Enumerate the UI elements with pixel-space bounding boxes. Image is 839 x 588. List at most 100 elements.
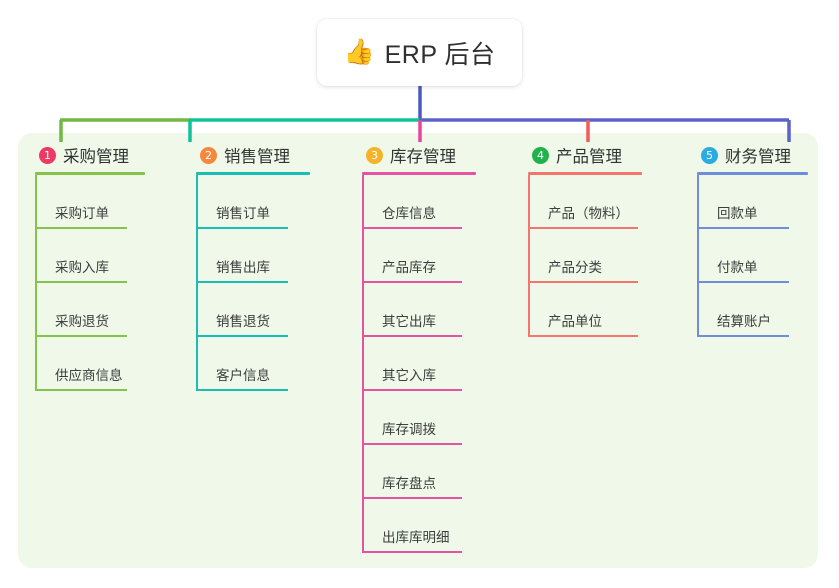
leaf-underline — [196, 281, 288, 283]
leaf-underline — [697, 227, 789, 229]
leaf-label: 采购入库 — [55, 260, 109, 275]
branch-title-4: 产品管理 — [556, 148, 622, 166]
branch-badge-4: 4 — [532, 146, 549, 164]
diagram-panel — [18, 133, 818, 568]
leaf-item[interactable]: 仓库信息 — [362, 175, 476, 229]
branch-badge-5: 5 — [701, 146, 718, 164]
branch-column-3: 3 库存管理仓库信息产品库存其它出库其它入库库存调拨库存盘点出库库明细 — [362, 142, 476, 553]
leaf-item[interactable]: 产品（物料） — [528, 175, 642, 229]
leaf-label: 采购退货 — [55, 314, 109, 329]
leaf-underline — [528, 281, 638, 283]
leaf-label: 采购订单 — [55, 206, 109, 221]
leaf-label: 回款单 — [717, 206, 758, 221]
leaf-item[interactable]: 付款单 — [697, 229, 808, 283]
leaf-item[interactable]: 结算账户 — [697, 283, 808, 337]
leaf-item[interactable]: 库存调拨 — [362, 391, 476, 445]
leaf-item[interactable]: 采购退货 — [35, 283, 145, 337]
leaf-label: 产品（物料） — [548, 206, 629, 221]
branch-underline-5 — [697, 172, 808, 175]
leaf-underline — [697, 335, 789, 337]
leaf-list-4: 产品（物料） 产品分类产品单位 — [528, 175, 642, 337]
branch-header-1[interactable]: 1 采购管理 — [35, 142, 145, 168]
leaf-label: 产品分类 — [548, 260, 602, 275]
leaf-item[interactable]: 产品库存 — [362, 229, 476, 283]
leaf-underline — [362, 335, 462, 337]
branch-badge-2: 2 — [200, 146, 217, 164]
leaf-label: 其它出库 — [382, 314, 436, 329]
leaf-underline — [528, 227, 638, 229]
leaf-spine-4 — [528, 175, 530, 337]
branch-title-3: 库存管理 — [390, 148, 456, 166]
leaf-item[interactable]: 产品分类 — [528, 229, 642, 283]
leaf-item[interactable]: 出库库明细 — [362, 499, 476, 553]
leaf-item[interactable]: 采购订单 — [35, 175, 145, 229]
leaf-item[interactable]: 客户信息 — [196, 337, 310, 391]
leaf-item[interactable]: 采购入库 — [35, 229, 145, 283]
leaf-underline — [362, 227, 462, 229]
leaf-label: 客户信息 — [216, 368, 270, 383]
leaf-underline — [35, 389, 127, 391]
leaf-underline — [35, 335, 127, 337]
leaf-label: 产品单位 — [548, 314, 602, 329]
leaf-label: 供应商信息 — [55, 368, 123, 383]
leaf-label: 产品库存 — [382, 260, 436, 275]
leaf-underline — [362, 497, 462, 499]
leaf-spine-3 — [362, 175, 364, 553]
leaf-underline — [196, 335, 288, 337]
leaf-list-5: 回款单付款单结算账户 — [697, 175, 808, 337]
root-title: ERP 后台 — [384, 40, 496, 69]
leaf-label: 付款单 — [717, 260, 758, 275]
leaf-label: 出库库明细 — [382, 530, 450, 545]
leaf-item[interactable]: 其它出库 — [362, 283, 476, 337]
leaf-label: 销售退货 — [216, 314, 270, 329]
branch-column-4: 4 产品管理产品（物料） 产品分类产品单位 — [528, 142, 642, 337]
branch-column-5: 5 财务管理回款单付款单结算账户 — [697, 142, 808, 337]
leaf-spine-5 — [697, 175, 699, 337]
leaf-list-2: 销售订单销售出库销售退货客户信息 — [196, 175, 310, 391]
leaf-item[interactable]: 销售出库 — [196, 229, 310, 283]
thumbs-up-icon: 👍 — [343, 38, 375, 66]
leaf-label: 结算账户 — [717, 314, 771, 329]
leaf-underline — [196, 227, 288, 229]
leaf-label: 库存调拨 — [382, 422, 436, 437]
branch-title-5: 财务管理 — [725, 148, 791, 166]
branch-underline-4 — [528, 172, 642, 175]
leaf-underline — [697, 281, 789, 283]
leaf-label: 销售出库 — [216, 260, 270, 275]
leaf-underline — [196, 389, 288, 391]
branch-badge-1: 1 — [39, 146, 56, 164]
branch-column-2: 2 销售管理销售订单销售出库销售退货客户信息 — [196, 142, 310, 391]
branch-underline-3 — [362, 172, 476, 175]
branch-column-1: 1 采购管理采购订单采购入库采购退货供应商信息 — [35, 142, 145, 391]
leaf-underline — [362, 389, 462, 391]
branch-header-3[interactable]: 3 库存管理 — [362, 142, 476, 168]
leaf-item[interactable]: 产品单位 — [528, 283, 642, 337]
leaf-underline — [35, 227, 127, 229]
leaf-spine-2 — [196, 175, 198, 391]
leaf-label: 其它入库 — [382, 368, 436, 383]
leaf-underline — [35, 281, 127, 283]
branch-title-1: 采购管理 — [63, 148, 129, 166]
leaf-list-1: 采购订单采购入库采购退货供应商信息 — [35, 175, 145, 391]
leaf-item[interactable]: 销售订单 — [196, 175, 310, 229]
leaf-item[interactable]: 库存盘点 — [362, 445, 476, 499]
branch-title-2: 销售管理 — [224, 148, 290, 166]
branch-underline-1 — [35, 172, 145, 175]
leaf-label: 仓库信息 — [382, 206, 436, 221]
leaf-underline — [362, 443, 462, 445]
leaf-underline — [362, 281, 462, 283]
root-node[interactable]: 👍 ERP 后台 — [317, 19, 522, 86]
leaf-label: 销售订单 — [216, 206, 270, 221]
leaf-item[interactable]: 销售退货 — [196, 283, 310, 337]
branch-header-4[interactable]: 4 产品管理 — [528, 142, 642, 168]
leaf-underline — [362, 551, 462, 553]
leaf-item[interactable]: 其它入库 — [362, 337, 476, 391]
branch-header-5[interactable]: 5 财务管理 — [697, 142, 808, 168]
branch-underline-2 — [196, 172, 310, 175]
leaf-item[interactable]: 供应商信息 — [35, 337, 145, 391]
leaf-item[interactable]: 回款单 — [697, 175, 808, 229]
branch-header-2[interactable]: 2 销售管理 — [196, 142, 310, 168]
leaf-spine-1 — [35, 175, 37, 391]
branch-badge-3: 3 — [366, 146, 383, 164]
leaf-underline — [528, 335, 638, 337]
